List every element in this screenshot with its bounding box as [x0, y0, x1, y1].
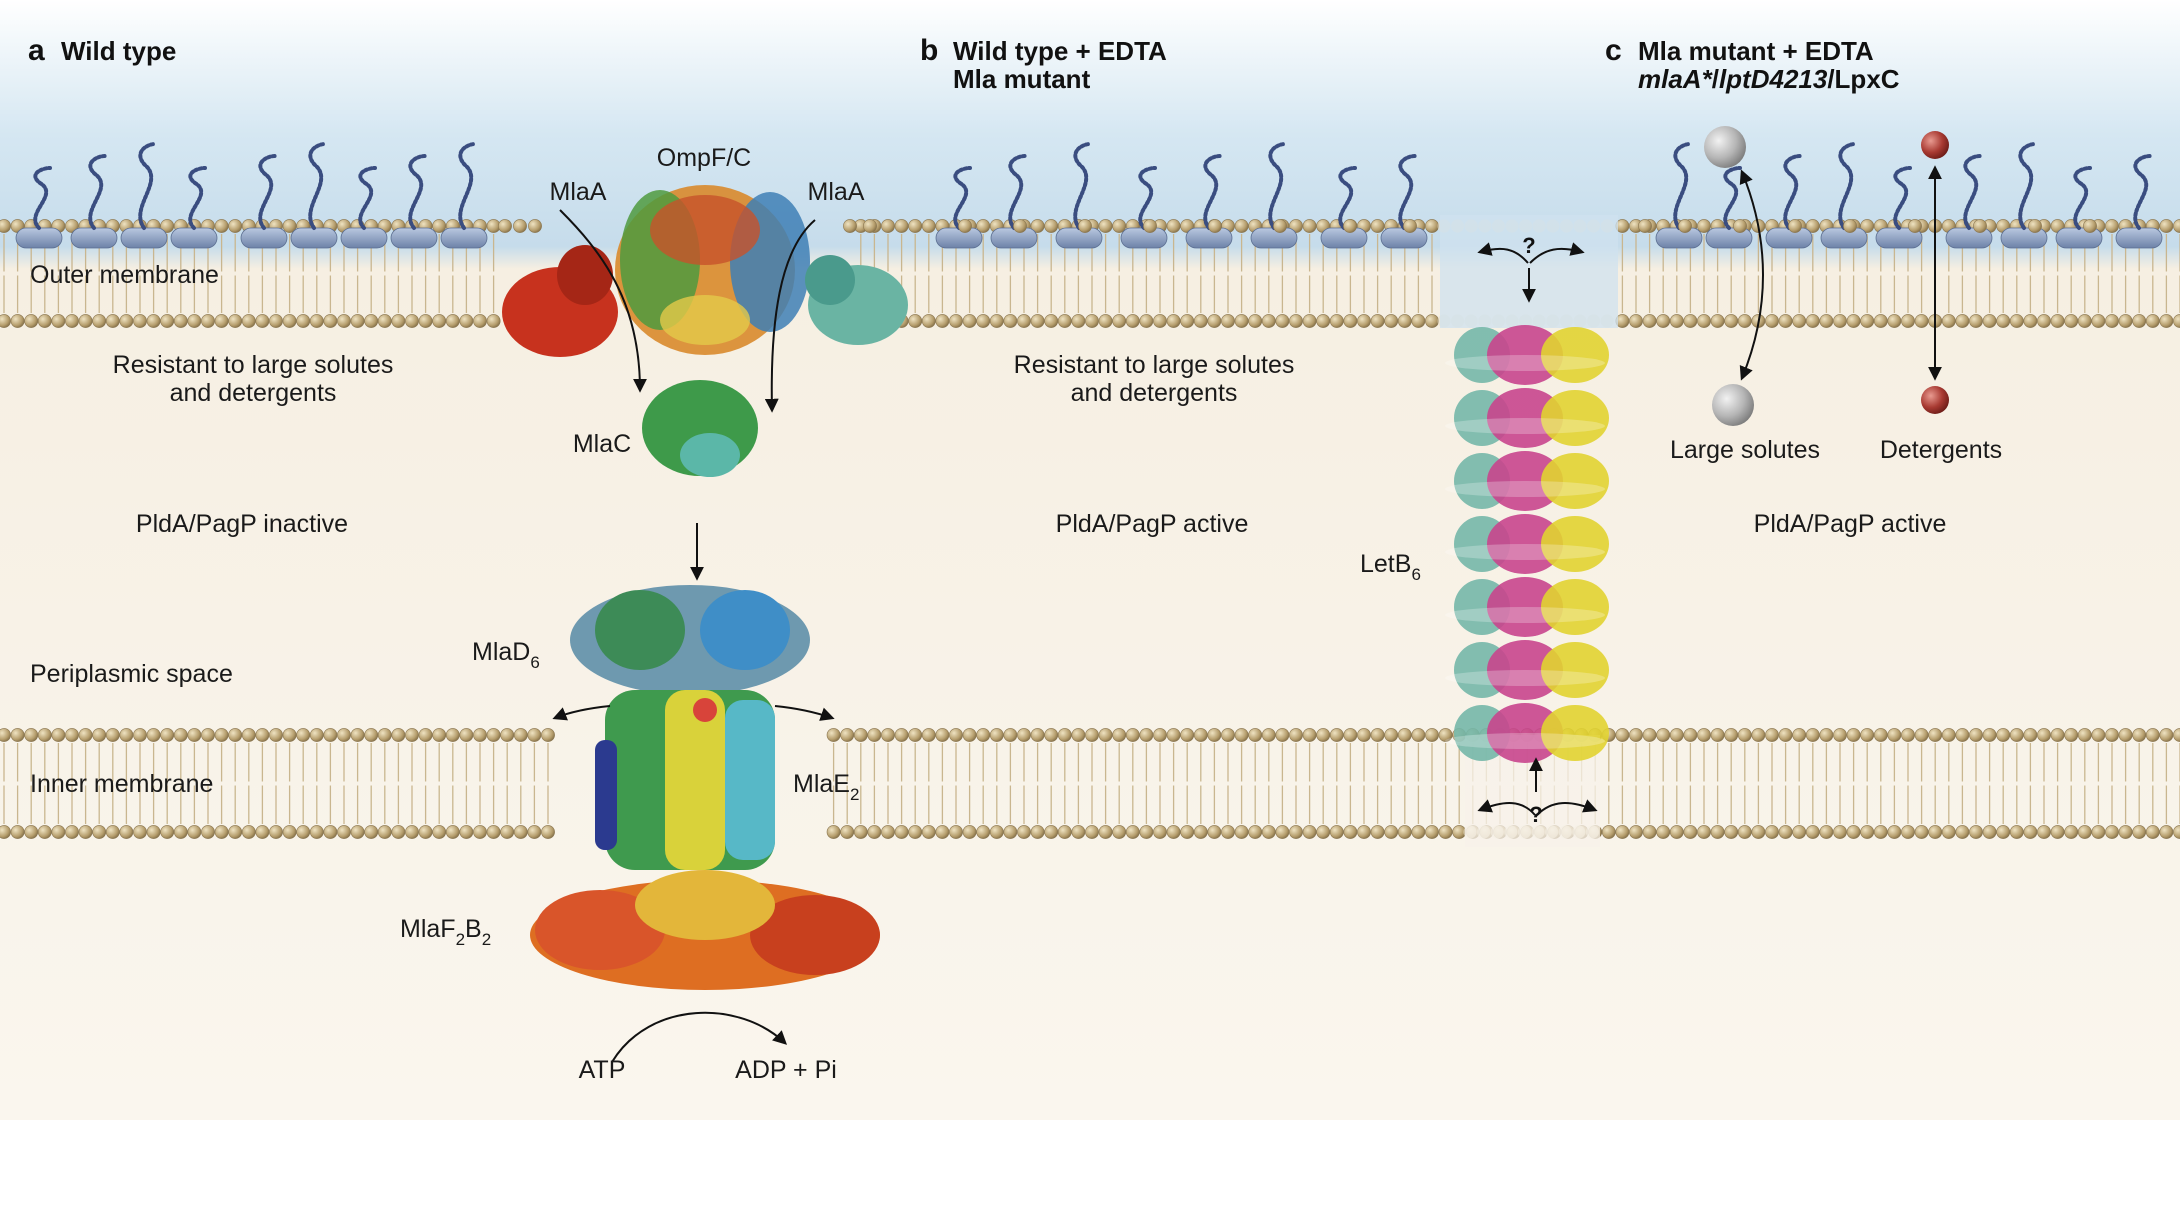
title-c-tail: /LpxC — [1827, 64, 1899, 94]
arrow-letb-top-left — [1477, 242, 1529, 264]
ompf-protein — [615, 185, 810, 355]
panel-b-title-line1: Wild type + EDTA — [953, 36, 1167, 66]
panel-a-letter: a — [28, 34, 45, 67]
mlac-protein — [642, 380, 758, 477]
panel-a-resist-line2: and detergents — [170, 379, 337, 407]
arrow-lipid-left — [552, 705, 611, 721]
panel-b-resist-line2: and detergents — [1071, 379, 1238, 407]
inner-membrane-label: Inner membrane — [30, 770, 213, 798]
panel-c-title-line2: mlaA*/lptD4213/LpxC — [1638, 64, 1900, 94]
mlad-label: MlaD6 — [472, 638, 540, 672]
mlae-protein — [595, 690, 775, 870]
letb-question-top: ? — [1522, 233, 1535, 258]
detergents-label: Detergents — [1880, 436, 2002, 464]
panel-b-letter: b — [920, 34, 938, 67]
panel-c-letter: c — [1605, 34, 1622, 67]
detergent-outside — [1921, 131, 1949, 159]
mlaf-base1: MlaF — [400, 915, 456, 943]
background — [0, 0, 2180, 1120]
letb-label: LetB6 — [1360, 550, 1421, 584]
mlaa-left-label: MlaA — [550, 178, 607, 206]
outer-membrane-label: Outer membrane — [30, 261, 219, 289]
arrow-letb-top-right — [1529, 242, 1585, 264]
mlafb-protein — [530, 870, 880, 990]
mlafb-label: MlaF2B2 — [400, 915, 491, 949]
letb-protein — [1445, 325, 1609, 763]
title-c-sep1: / — [1712, 64, 1719, 94]
arrow-letb-bottom-left — [1477, 799, 1536, 816]
panel-c-title-line1: Mla mutant + EDTA — [1638, 36, 1874, 66]
mlaf-sub2: 2 — [482, 930, 491, 949]
mlad-protein — [570, 585, 810, 695]
adp-label: ADP + Pi — [735, 1056, 837, 1084]
periplasm-label: Periplasmic space — [30, 660, 233, 688]
mlac-label: MlaC — [573, 430, 631, 458]
mlae-label: MlaE2 — [793, 770, 859, 804]
letb-sub: 6 — [1411, 565, 1420, 584]
lps-layer — [15, 142, 2163, 249]
mlaf-base2: B — [465, 915, 482, 943]
arrow-lipid-right — [774, 705, 835, 721]
title-c-italic-a: mlaA* — [1638, 64, 1714, 94]
arrow-mlaa-right-to-mlac — [764, 219, 816, 413]
mlaa-left-protein — [502, 245, 618, 357]
panel-b-title-line2: Mla mutant — [953, 64, 1091, 94]
panel-b-resist-line1: Resistant to large solutes — [1014, 351, 1295, 379]
panel-a-resist-line1: Resistant to large solutes — [113, 351, 394, 379]
letb-question-bottom: ? — [1529, 802, 1542, 827]
large-solute-inside — [1712, 384, 1754, 426]
letb-base: LetB — [1360, 550, 1411, 578]
panel-c-pld-status: PldA/PagP active — [1754, 510, 1947, 538]
arrow-mlaa-left-to-mlac — [559, 209, 647, 393]
detergent-inside — [1921, 386, 1949, 414]
mlaa-right-protein — [805, 255, 908, 345]
mlaa-right-label: MlaA — [808, 178, 865, 206]
title-c-italic-b: lptD4213 — [1719, 64, 1828, 94]
mlae-sub: 2 — [850, 785, 859, 804]
mlad-base: MlaD — [472, 638, 530, 666]
panel-b-pld-status: PldA/PagP active — [1056, 510, 1249, 538]
panel-a-pld-status: PldA/PagP inactive — [136, 510, 348, 538]
mlaf-sub1: 2 — [456, 930, 465, 949]
arrow-letb-bottom-right — [1536, 799, 1598, 816]
ompf-label: OmpF/C — [657, 144, 751, 172]
large-solutes-label: Large solutes — [1670, 436, 1820, 464]
mlae-base: MlaE — [793, 770, 850, 798]
mlad-sub: 6 — [530, 653, 539, 672]
large-solute-outside — [1704, 126, 1746, 168]
arrow-large-solutes — [1739, 169, 1764, 381]
arrow-atp-hydrolysis — [611, 1011, 788, 1063]
atp-label: ATP — [579, 1056, 626, 1084]
panel-a-title: Wild type — [61, 36, 176, 66]
